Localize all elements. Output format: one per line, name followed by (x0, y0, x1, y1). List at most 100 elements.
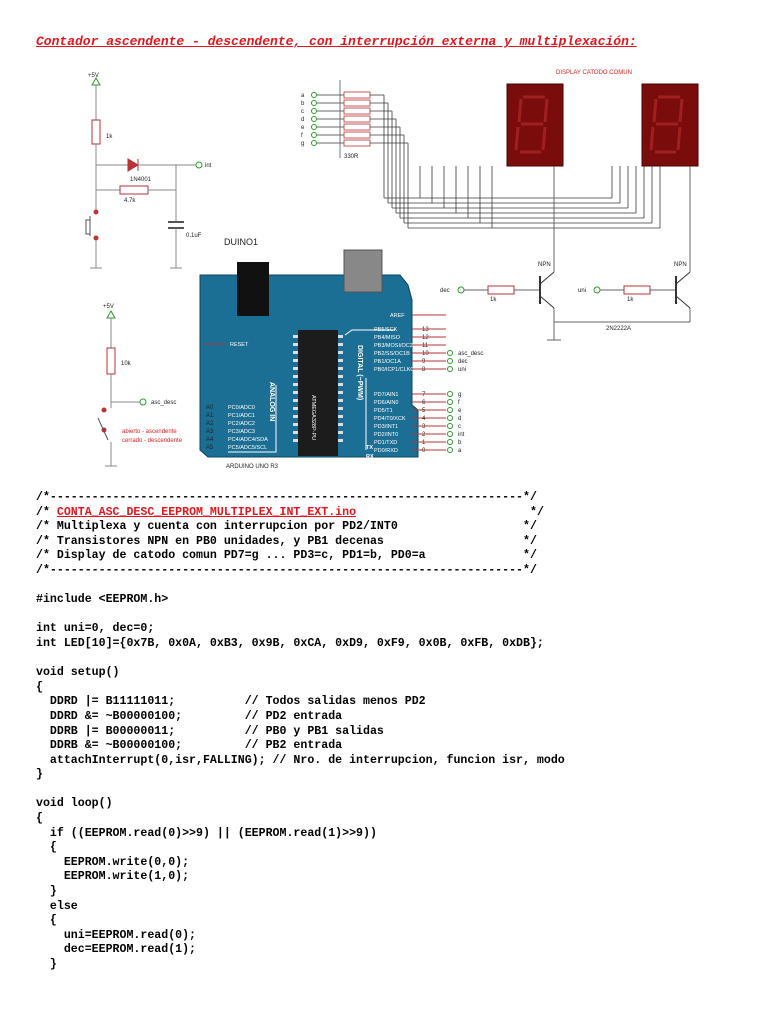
code-line: /*--------------------------------------… (36, 563, 537, 577)
analog-pin-name: PC1/ADC1 (228, 413, 255, 419)
aref-label: AREF (390, 313, 405, 319)
code-line: /*--------------------------------------… (36, 491, 537, 504)
digital-pin-number: 11 (422, 343, 429, 349)
digital-pin-net: g (458, 392, 461, 398)
segment-label: d (301, 117, 304, 123)
digital-pin-name: PB2/SS/OC1B (374, 351, 410, 357)
digital-pin-number: 10 (422, 351, 429, 357)
tx-label: TX (366, 445, 373, 451)
circuit-schematic: +5V 1k 1N4001 4.7k 0.1uF int +5V 10k asc… (85, 70, 699, 470)
analog-pin-name: PC3/ADC3 (228, 429, 255, 435)
reset-label: RESET (230, 342, 249, 348)
code-line: if ((EEPROM.read(0)>>9) || (EEPROM.read(… (36, 826, 377, 840)
transistor-circuit (457, 166, 691, 341)
analog-pin-number: A3 (206, 429, 214, 435)
digital-pin-name: PB3/MOSI/OC2A (374, 343, 417, 349)
resistor-label: 1k (627, 297, 634, 303)
resistor-label: 4.7k (124, 198, 136, 204)
plus5v-label: +5V (103, 304, 114, 310)
digital-pin-number: 0 (422, 448, 426, 454)
digital-pin-number: 7 (422, 392, 426, 398)
arduino-board (199, 249, 419, 458)
digital-pin-number: 8 (422, 367, 426, 373)
code-line (36, 652, 565, 667)
analog-pin-name: PC4/ADC4/SDA (228, 437, 268, 443)
digital-pin-number: 6 (422, 400, 426, 406)
code-line: void setup() (36, 666, 120, 680)
segment-label: e (301, 125, 305, 131)
segment-label: a (301, 93, 305, 99)
digital-pin-name: PD3/INT1 (374, 424, 398, 430)
segment-label: g (301, 141, 304, 147)
digital-pin-name: PD2/INT0 (374, 432, 398, 438)
code-line: } (36, 885, 57, 899)
digital-pin-number: 13 (422, 327, 429, 333)
digital-pin-net: b (458, 440, 462, 446)
analog-in-label: ANALOG IN (268, 382, 275, 421)
board-name: ARDUINO UNO R3 (226, 464, 279, 470)
rx-label: RX (366, 454, 374, 460)
plus5v-label: +5V (88, 73, 99, 79)
digital-pin-net: e (458, 408, 462, 414)
digital-pin-name: PB0/ICP1/CLKO (374, 367, 415, 373)
code-line: } (36, 768, 43, 782)
display-title: DISPLAY CATODO COMUN (556, 70, 632, 76)
asc-desc-label: asc_desc (151, 400, 176, 406)
resistor-label: 1k (106, 134, 113, 140)
code-line: } (36, 958, 57, 971)
digital-pin-net: d (458, 416, 461, 422)
digital-pin-net: uni (458, 367, 466, 373)
npn-label: NPN (674, 262, 687, 268)
digital-pin-net: asc_desc (458, 351, 483, 357)
digital-pin-net: dec (458, 359, 468, 365)
code-line: int LED[10]={0x7B, 0x0A, 0xB3, 0x9B, 0xC… (36, 636, 544, 650)
digital-pin-name: PB1/OC1A (374, 359, 401, 365)
diode-label: 1N4001 (130, 177, 152, 183)
asc-desc-circuit (97, 309, 147, 467)
code-line: #include <EEPROM.h> (36, 593, 169, 607)
dec-net-label: dec (440, 288, 450, 294)
resistor-label: 10k (121, 361, 132, 367)
switch-note-closed: cerrado - descendente (122, 438, 183, 444)
code-line (36, 608, 565, 623)
display-right (641, 83, 699, 167)
source-code: /*--------------------------------------… (36, 491, 565, 973)
analog-pin-number: A2 (206, 421, 214, 427)
code-line: dec=EEPROM.read(1); (36, 943, 197, 957)
segment-label: c (301, 109, 304, 115)
code-line: /* Display de catodo comun PD7=g ... PD3… (36, 549, 537, 563)
code-line: /* Transistores NPN en PB0 unidades, y P… (36, 534, 537, 548)
code-line: { (36, 841, 57, 855)
code-line: /* Multiplexa y cuenta con interrupcion … (36, 520, 537, 534)
segment-wiring (317, 80, 661, 229)
digital-pin-number: 9 (422, 359, 426, 365)
code-line: attachInterrupt(0,isr,FALLING); // Nro. … (36, 753, 565, 767)
code-line (36, 579, 565, 594)
page-title: Contador ascendente - descendente, con i… (36, 34, 637, 49)
digital-pin-number: 2 (422, 432, 426, 438)
uni-net-label: uni (578, 288, 586, 294)
digital-pin-net: int (458, 432, 465, 438)
code-line: void loop() (36, 797, 113, 811)
switch-note-open: abierto - ascendente (122, 429, 177, 435)
display-left (506, 83, 564, 167)
digital-pin-number: 5 (422, 408, 426, 414)
digital-pin-number: 1 (422, 440, 426, 446)
analog-pin-number: A0 (206, 405, 214, 411)
code-line: DDRB |= B00000011; // PB0 y PB1 salidas (36, 724, 384, 738)
code-line: { (36, 914, 57, 928)
digital-pin-net: f (458, 400, 460, 406)
digital-pin-name: PD0/RXD (374, 448, 398, 454)
int-net-label: int (205, 163, 212, 169)
interrupt-circuit (85, 76, 203, 269)
code-file-name: CONTA_ASC_DESC_EEPROM_MULTIPLEX_INT_EXT.… (56, 505, 357, 519)
code-line: DDRD &= ~B00000100; // PD2 entrada (36, 709, 343, 723)
digital-pin-name: PD4/T0/XCK (374, 416, 406, 422)
digital-label: DIGITAL (~PWM) (356, 345, 363, 400)
chip-label: ATMEGA328P-PU (310, 395, 316, 440)
digital-pin-number: 12 (422, 335, 429, 341)
digital-pin-number: 3 (422, 424, 426, 430)
resistor-array-label: 330R (344, 154, 359, 160)
